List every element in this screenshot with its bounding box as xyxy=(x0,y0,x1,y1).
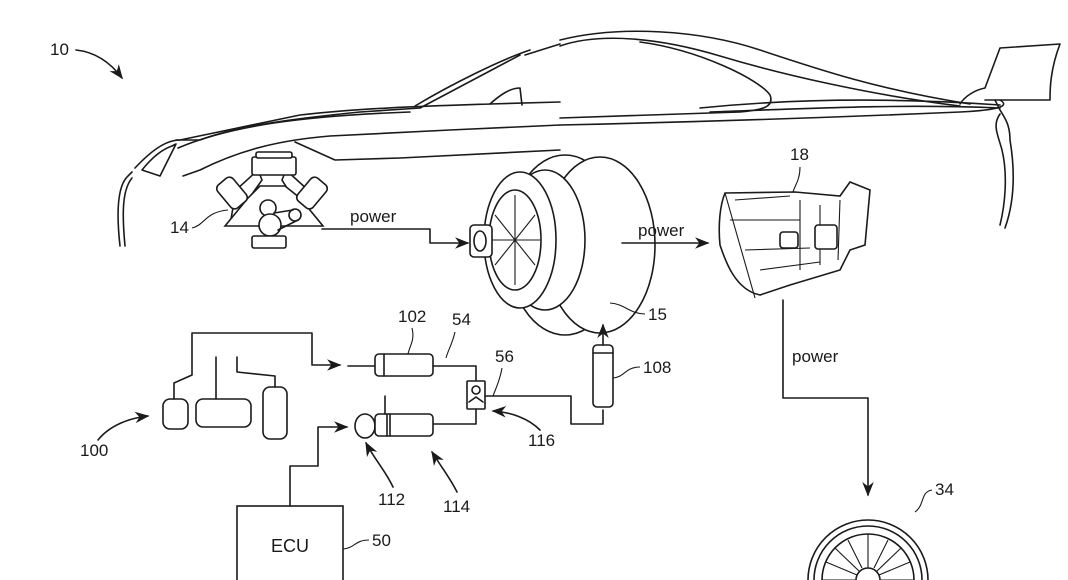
ref-112: 112 xyxy=(378,490,405,509)
wheel-spokes xyxy=(822,534,914,580)
transmission-to-wheel-arrow xyxy=(782,299,874,497)
ref-108: 108 xyxy=(643,358,671,377)
power-label-2: power xyxy=(638,221,685,240)
ref-54: 54 xyxy=(452,310,471,329)
ref-50: 50 xyxy=(372,531,391,550)
ref-116: 116 xyxy=(528,431,555,450)
master-cylinder xyxy=(347,353,477,381)
ref-56: 56 xyxy=(495,347,514,366)
clutch-spokes xyxy=(490,195,540,285)
wheel-illustration xyxy=(807,519,929,580)
ref-14: 14 xyxy=(170,218,189,237)
ref-34: 34 xyxy=(935,480,954,499)
ecu-label: ECU xyxy=(271,536,309,556)
engine-to-clutch-arrow xyxy=(321,228,470,249)
ref-102: 102 xyxy=(398,307,426,326)
ref-15: 15 xyxy=(648,305,667,324)
pedal-assembly xyxy=(162,332,342,440)
power-label-1: power xyxy=(350,207,397,226)
ref-18: 18 xyxy=(790,145,809,164)
valve-block xyxy=(432,380,604,425)
ref-10: 10 xyxy=(50,40,69,59)
power-flow-arrows xyxy=(321,228,874,497)
power-label-3: power xyxy=(792,347,839,366)
actuator-assembly xyxy=(354,395,434,439)
reference-labels: 10 14 15 18 34 50 54 56 100 102 108 112 … xyxy=(50,40,954,550)
engine-illustration xyxy=(215,151,329,249)
ref-100: 100 xyxy=(80,441,108,460)
ecu-box: ECU xyxy=(236,421,349,580)
transmission-illustration xyxy=(718,181,871,299)
ref-114: 114 xyxy=(443,497,470,516)
clutch-illustration xyxy=(469,154,656,336)
slave-cylinder xyxy=(592,323,614,408)
vehicle-outline xyxy=(117,30,1061,247)
